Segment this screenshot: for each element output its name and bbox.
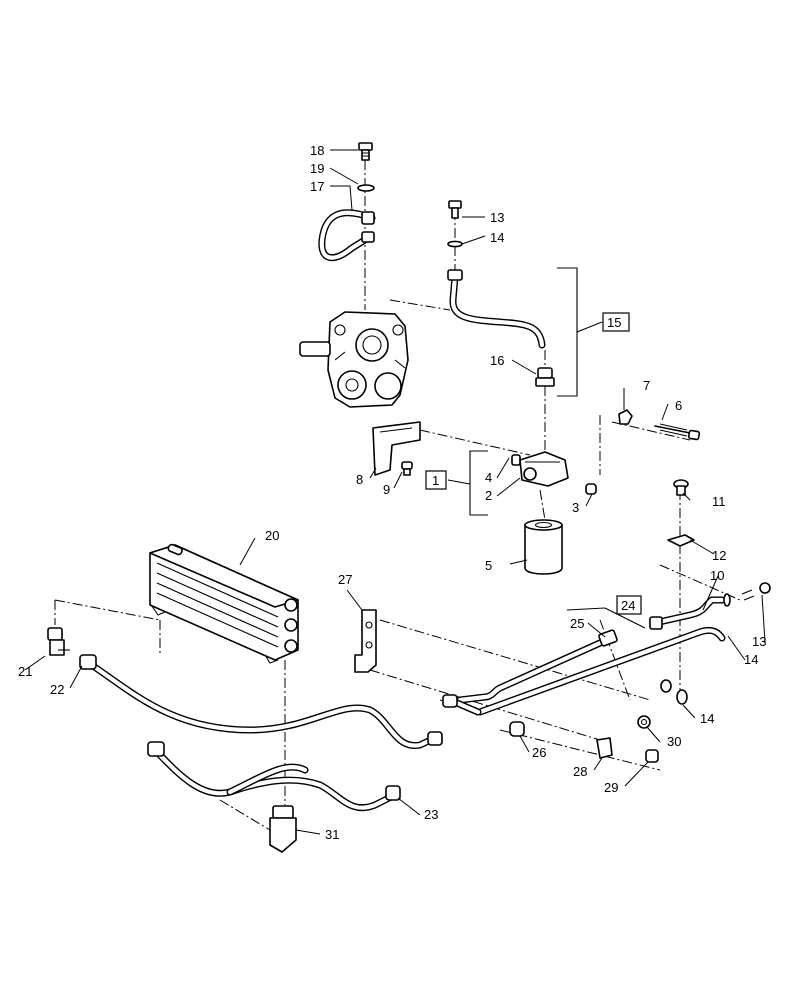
callout-26: 26 bbox=[532, 745, 546, 760]
callout-24-box bbox=[616, 595, 642, 615]
callout-8: 8 bbox=[356, 472, 363, 487]
callout-13-top: 13 bbox=[490, 210, 504, 225]
injection-pump bbox=[299, 311, 409, 408]
bracket-8 bbox=[372, 421, 421, 476]
callout-11: 11 bbox=[712, 494, 726, 509]
pipe-15 bbox=[447, 269, 546, 349]
callout-4: 4 bbox=[485, 470, 492, 485]
callout-13-right: 13 bbox=[752, 634, 766, 649]
callout-19: 19 bbox=[310, 161, 324, 176]
clip-12 bbox=[667, 534, 695, 547]
bolt-13-top bbox=[448, 200, 462, 219]
bracket-27 bbox=[354, 609, 377, 673]
fitting-16 bbox=[535, 367, 555, 387]
callout-20: 20 bbox=[265, 528, 279, 543]
callout-25: 25 bbox=[570, 616, 584, 631]
callout-12: 12 bbox=[712, 548, 726, 563]
callout-28: 28 bbox=[573, 764, 587, 779]
callout-16: 16 bbox=[490, 353, 504, 368]
callout-23: 23 bbox=[424, 807, 438, 822]
bolt-9 bbox=[401, 461, 413, 476]
bolt-18 bbox=[358, 142, 373, 161]
washer-19 bbox=[357, 184, 375, 192]
group-bracket-1 bbox=[447, 450, 488, 516]
callout-6: 6 bbox=[675, 398, 682, 413]
hose-17 bbox=[318, 209, 376, 261]
callout-2: 2 bbox=[485, 488, 492, 503]
callout-24: 24 bbox=[621, 598, 635, 613]
callout-18: 18 bbox=[310, 143, 324, 158]
callout-29: 29 bbox=[604, 780, 618, 795]
washer-14-top bbox=[447, 240, 463, 248]
pipe-10 bbox=[649, 596, 726, 630]
hose-23 bbox=[147, 741, 401, 812]
group-bracket-24 bbox=[566, 607, 646, 629]
callout-14-top: 14 bbox=[490, 230, 504, 245]
grommet-26 bbox=[509, 721, 525, 737]
clamp-28 bbox=[596, 737, 613, 759]
callout-27: 27 bbox=[338, 572, 352, 587]
washer-14-lower bbox=[660, 679, 688, 705]
callout-17: 17 bbox=[310, 179, 324, 194]
callout-5: 5 bbox=[485, 558, 492, 573]
alignment-lines bbox=[54, 160, 741, 831]
leader-lines bbox=[24, 149, 766, 835]
filter-head-2 bbox=[519, 451, 569, 487]
nut-13-right bbox=[759, 582, 771, 594]
washer-30 bbox=[637, 715, 651, 729]
callout-10: 10 bbox=[710, 568, 724, 583]
elbow-21 bbox=[47, 627, 70, 656]
callout-labels: 18 19 17 13 14 15 16 7 6 1 4 2 8 9 3 11 … bbox=[18, 143, 766, 842]
hose-22 bbox=[79, 654, 443, 749]
callout-14-right: 14 bbox=[744, 652, 758, 667]
callout-22: 22 bbox=[50, 682, 64, 697]
callout-21: 21 bbox=[18, 664, 32, 679]
callout-31: 31 bbox=[325, 827, 339, 842]
callout-30: 30 bbox=[667, 734, 681, 749]
bolt-29 bbox=[645, 749, 659, 763]
callout-15: 15 bbox=[607, 315, 621, 330]
callout-15-box bbox=[602, 312, 630, 332]
callout-7: 7 bbox=[643, 378, 650, 393]
fitting-4 bbox=[511, 454, 521, 466]
oil-cooler-20 bbox=[149, 543, 299, 664]
group-bracket-15 bbox=[557, 267, 603, 397]
bolt-11 bbox=[673, 479, 689, 496]
filter-cartridge-5 bbox=[524, 519, 563, 575]
callout-14-lower: 14 bbox=[700, 711, 714, 726]
fitting-31 bbox=[269, 805, 297, 853]
callout-1-box bbox=[425, 470, 447, 490]
callout-9: 9 bbox=[383, 482, 390, 497]
nut-7 bbox=[618, 409, 633, 425]
callout-1: 1 bbox=[432, 473, 439, 488]
washer-right bbox=[723, 589, 755, 607]
pipe-assembly-24 bbox=[442, 626, 726, 716]
plug-3 bbox=[585, 483, 597, 495]
callout-3: 3 bbox=[572, 500, 579, 515]
bolt-6 bbox=[654, 423, 701, 441]
